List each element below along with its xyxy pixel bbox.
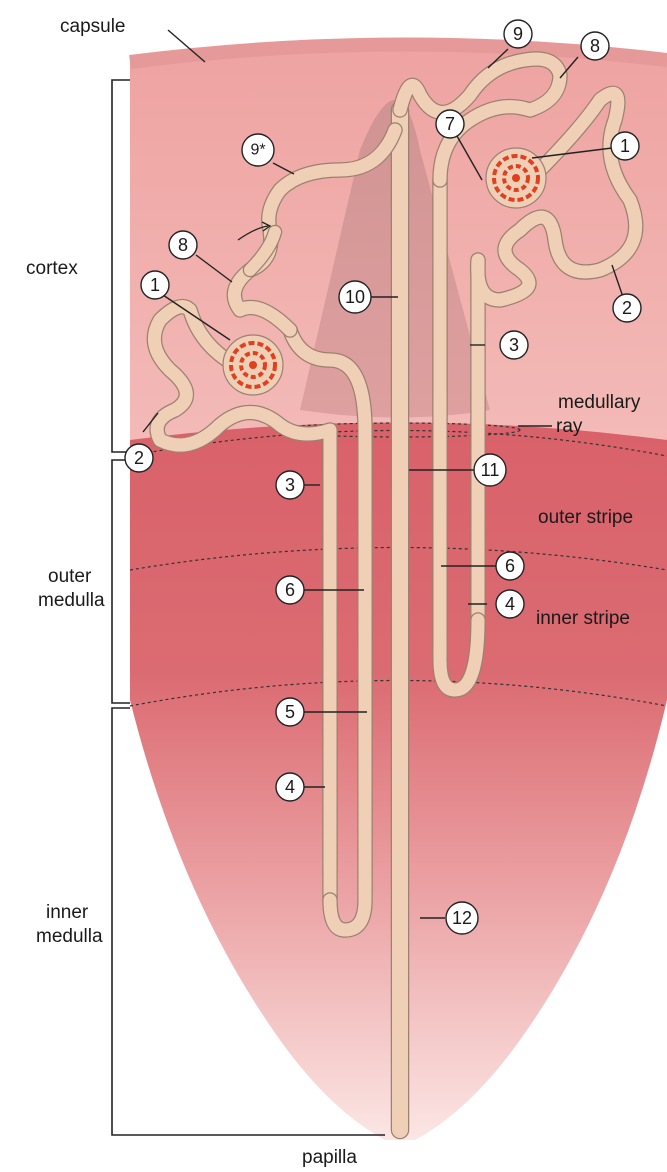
inner-medulla-label-1: inner bbox=[46, 902, 89, 923]
papilla-label: papilla bbox=[302, 1147, 357, 1168]
marker-1-right: 1 bbox=[611, 132, 639, 160]
marker-2-right: 2 bbox=[613, 294, 641, 322]
svg-text:7: 7 bbox=[445, 114, 455, 134]
marker-3-upper: 3 bbox=[500, 331, 528, 359]
marker-11: 11 bbox=[474, 454, 506, 486]
marker-5: 5 bbox=[276, 698, 304, 726]
marker-3-lower: 3 bbox=[276, 471, 304, 499]
marker-4-right: 4 bbox=[496, 590, 524, 618]
svg-text:3: 3 bbox=[285, 475, 295, 495]
outer-stripe-label: outer stripe bbox=[538, 507, 633, 528]
medullary-ray-label-1: medullary bbox=[558, 392, 641, 413]
marker-9-star: 9* bbox=[242, 134, 274, 166]
svg-text:8: 8 bbox=[178, 235, 188, 255]
medullary-ray-label-2: ray bbox=[556, 416, 583, 437]
cortex-label: cortex bbox=[26, 258, 78, 279]
marker-4-left: 4 bbox=[276, 773, 304, 801]
marker-2-left: 2 bbox=[125, 444, 153, 472]
svg-text:12: 12 bbox=[452, 908, 472, 928]
svg-text:3: 3 bbox=[509, 335, 519, 355]
svg-text:2: 2 bbox=[622, 298, 632, 318]
capsule-label: capsule bbox=[60, 16, 126, 37]
cortex-bracket bbox=[112, 80, 130, 452]
outer-medulla-label-1: outer bbox=[48, 566, 92, 587]
svg-text:9*: 9* bbox=[250, 142, 265, 159]
marker-9: 9 bbox=[504, 20, 532, 48]
svg-text:10: 10 bbox=[345, 287, 365, 307]
svg-text:4: 4 bbox=[505, 594, 515, 614]
inner-medulla-label-2: medulla bbox=[36, 926, 103, 947]
marker-10: 10 bbox=[339, 281, 371, 313]
marker-6-left: 6 bbox=[276, 576, 304, 604]
marker-8-right: 8 bbox=[581, 32, 609, 60]
svg-text:9: 9 bbox=[513, 24, 523, 44]
marker-12: 12 bbox=[446, 902, 478, 934]
marker-8-left: 8 bbox=[169, 231, 197, 259]
inner-stripe-label: inner stripe bbox=[536, 608, 630, 629]
outer-medulla-label-2: medulla bbox=[38, 590, 105, 611]
svg-text:1: 1 bbox=[150, 275, 160, 295]
svg-text:5: 5 bbox=[285, 702, 295, 722]
marker-7: 7 bbox=[436, 110, 464, 138]
svg-text:11: 11 bbox=[481, 460, 500, 480]
marker-1-left: 1 bbox=[141, 271, 169, 299]
svg-text:6: 6 bbox=[285, 580, 295, 600]
outer-medulla-bracket bbox=[112, 460, 130, 703]
marker-6-right: 6 bbox=[496, 552, 524, 580]
svg-text:1: 1 bbox=[620, 136, 630, 156]
svg-text:6: 6 bbox=[505, 556, 515, 576]
svg-text:2: 2 bbox=[134, 448, 144, 468]
svg-text:4: 4 bbox=[285, 777, 295, 797]
glomerulus-left bbox=[223, 335, 283, 395]
svg-text:8: 8 bbox=[590, 36, 600, 56]
